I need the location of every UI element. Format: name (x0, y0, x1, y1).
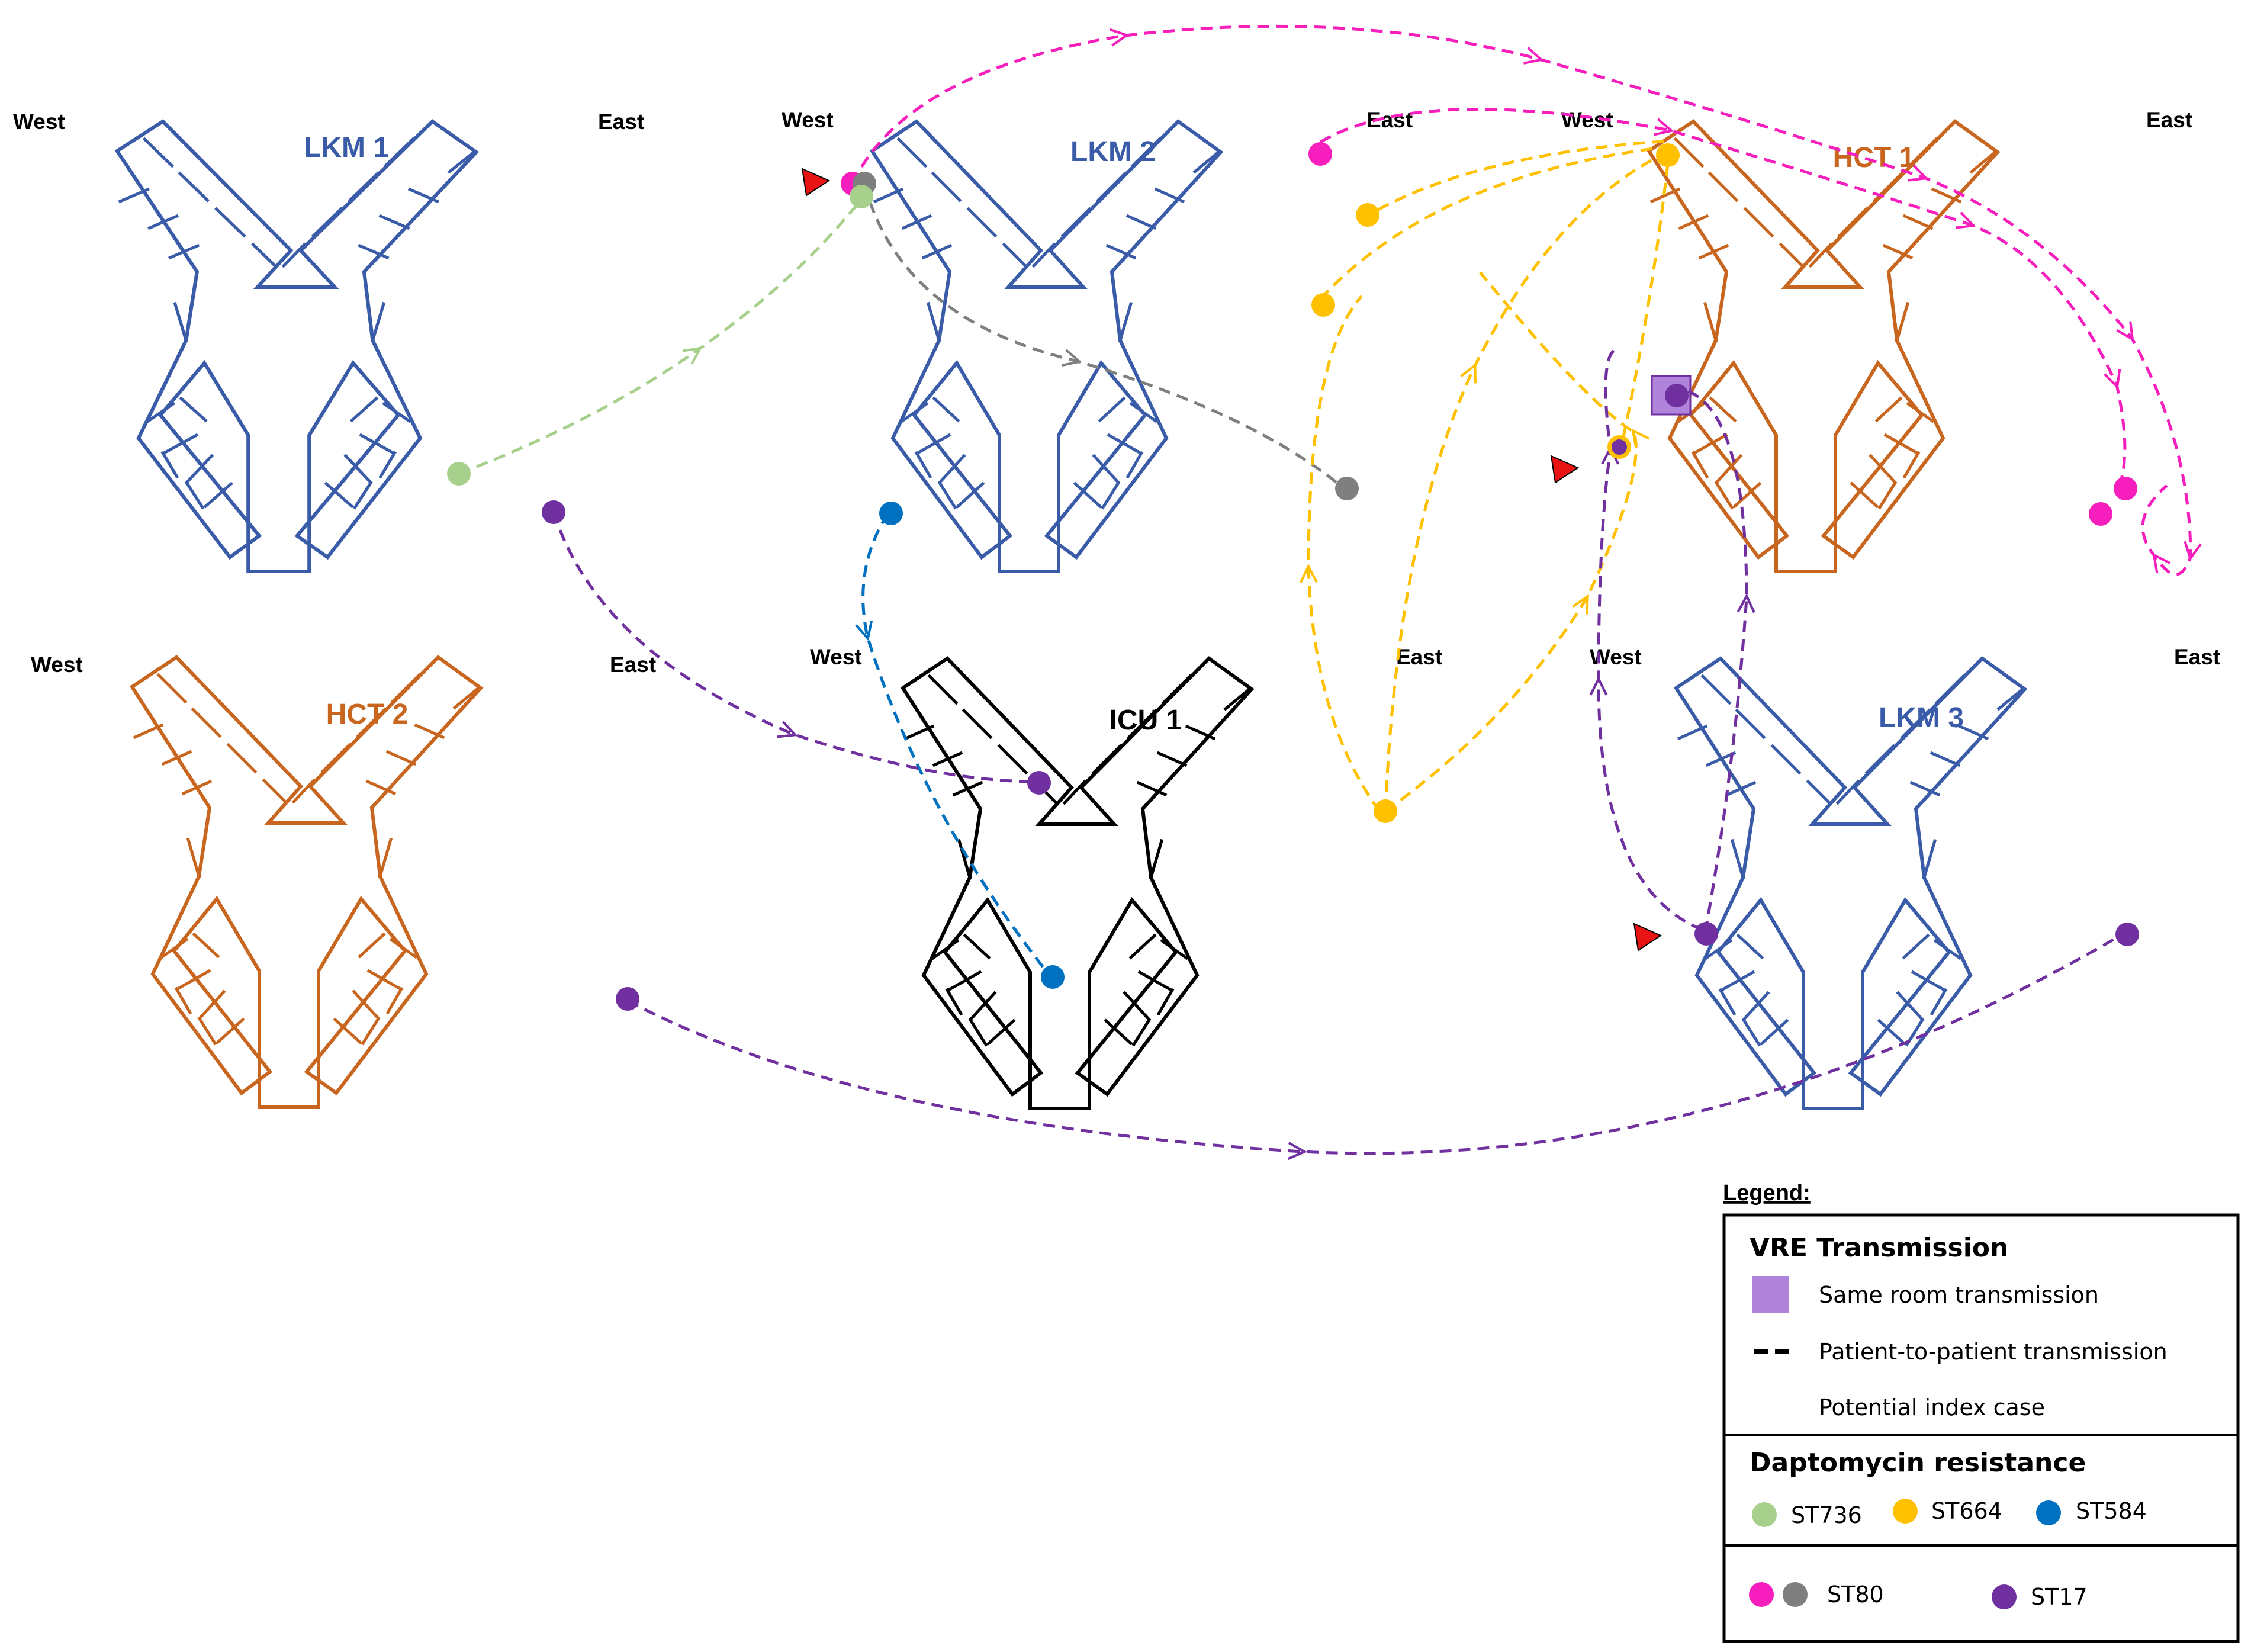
icu1-west-label: West (810, 645, 862, 669)
transmission-path-st80-pink (851, 24, 2191, 576)
ward-title-lkm1: LKM 1 (304, 132, 389, 163)
hct2-east-label: East (610, 653, 656, 677)
transmission-path-st17-1 (552, 512, 1037, 783)
ward-title-hct2: HCT 2 (326, 699, 409, 730)
patient-dot-st664 (1356, 203, 1379, 227)
ward-icu1 (903, 658, 1252, 1108)
patient-dot-st664 (1311, 293, 1335, 317)
ward-title-lkm2: LKM 2 (1070, 136, 1156, 168)
patient-dot-st80-pink (2114, 477, 2137, 500)
patient-dot-st80-pink (2089, 502, 2112, 526)
legend-st17-dot (1992, 1584, 2017, 1609)
transmission-path-st664-6 (1617, 147, 1671, 457)
transmission-path-st17-4 (1599, 348, 1703, 931)
icu1-east-label: East (1396, 645, 1442, 669)
legend-box (1722, 1213, 2240, 1643)
patient-dot-st17 (542, 500, 565, 524)
legend-st80-label: ST80 (1827, 1582, 1884, 1608)
legend-st736-dot (1752, 1502, 1777, 1527)
legend-patient-to-patient-label: Patient-to-patient transmission (1819, 1339, 2168, 1365)
ward-title-lkm3: LKM 3 (1879, 702, 1964, 734)
transmission-path-st664-1 (1384, 155, 1659, 812)
patient-dot-st17 (1027, 771, 1051, 795)
transmission-path-st736 (458, 194, 866, 475)
lkm2-west-label: West (782, 108, 834, 132)
hct1-east-label: East (2146, 108, 2192, 132)
transmission-path-st664-5 (1319, 146, 1658, 300)
patient-dot-st664 (1374, 799, 1397, 823)
patient-dot-st736 (850, 185, 873, 208)
patient-dot-st664 (1656, 143, 1680, 167)
index-case-marker-hct1 (1550, 455, 1580, 484)
lkm3-east-label: East (2174, 645, 2220, 669)
ward-title-hct1: HCT 1 (1833, 142, 1915, 173)
patient-dot-st17 (2115, 923, 2139, 946)
legend-st80-pink-dot (1749, 1582, 1774, 1607)
legend-st80-gray-dot (1783, 1582, 1808, 1607)
transmission-path-st17-3 (1687, 389, 1747, 933)
transmission-path-st80-pink-2 (1319, 107, 2127, 486)
ward-lkm2 (872, 121, 1221, 571)
same-room-swatch (1752, 1276, 1789, 1313)
patient-dots (447, 142, 2139, 1011)
index-case-marker-lkm2 (801, 168, 831, 197)
patient-dot-st17 (1694, 922, 1718, 946)
transmission-path-st80-gray (863, 183, 1345, 490)
transmission-path-st664-3 (1384, 271, 1636, 813)
legend-section-vre-title: VRE Transmission (1750, 1233, 2008, 1263)
patient-dot-st17 (616, 987, 639, 1011)
transmission-path-st17-2 (626, 931, 2127, 1153)
legend-section-dapto-title: Daptomycin resistance (1750, 1448, 2086, 1478)
ward-lkm3 (1676, 658, 2025, 1108)
legend-st736-label: ST736 (1791, 1502, 1862, 1528)
legend-st664-label: ST664 (1931, 1498, 2002, 1524)
index-case-marker-lkm3 (1633, 923, 1662, 952)
legend-st584-dot (2036, 1500, 2061, 1525)
lkm1-east-label: East (598, 110, 644, 134)
ward-lkm1 (117, 121, 477, 571)
legend-caption: Legend: (1723, 1181, 1811, 1206)
hct2-west-label: West (31, 653, 83, 677)
legend: Legend: VRE Transmission Same room trans… (1722, 1181, 2240, 1643)
transmission-path-st664-4 (1361, 139, 1670, 221)
legend-st664-dot (1893, 1499, 1918, 1524)
ward-title-icu1: ICU 1 (1110, 705, 1182, 736)
legend-st584-label: ST584 (2076, 1498, 2147, 1524)
patient-dot-st584 (879, 502, 903, 525)
patient-dot-st17 (1665, 384, 1689, 407)
patient-dot-st584 (1041, 965, 1065, 989)
patient-dot-st17 (1612, 439, 1627, 455)
transmission-path-st584 (863, 512, 1052, 978)
patient-dot-st80-gray (1335, 477, 1359, 500)
legend-index-case-label: Potential index case (1819, 1394, 2045, 1420)
legend-same-room-label: Same room transmission (1819, 1282, 2099, 1308)
ward-hct1 (1649, 121, 1998, 571)
patient-dot-st80-pink (1308, 142, 1332, 166)
patient-dot-st736 (447, 462, 471, 486)
transmission-path-st664-2 (1308, 295, 1381, 812)
lkm1-west-label: West (13, 110, 65, 134)
ward-hct2 (132, 657, 481, 1107)
legend-st17-label: ST17 (2031, 1584, 2088, 1610)
